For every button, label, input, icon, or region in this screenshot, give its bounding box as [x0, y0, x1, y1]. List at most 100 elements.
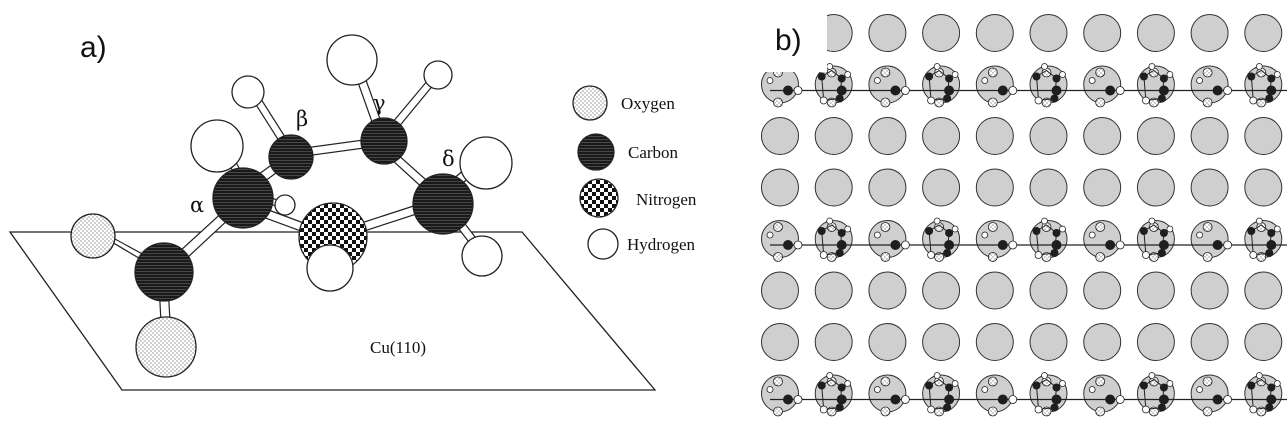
proline-molecule [817, 217, 852, 262]
oxygen-atom [987, 252, 998, 262]
pyrrolidine-ring [1035, 378, 1058, 411]
carbon-atom [1051, 394, 1062, 405]
carbon-atom [997, 240, 1008, 250]
carbon-atom [1265, 249, 1274, 257]
copper-atom [1190, 271, 1229, 310]
carbon-atom [1051, 240, 1062, 250]
proline-molecule [925, 372, 959, 417]
hydrogen-atom [1273, 225, 1281, 233]
carbon-atom [1050, 249, 1059, 257]
oxygen-atom [880, 67, 891, 78]
copper-atom [1136, 117, 1175, 155]
carbon-atom-carboxyl [134, 242, 194, 302]
copper-atom [1029, 117, 1068, 155]
nitrogen-atom [1142, 251, 1150, 259]
nitrogen-atom [1142, 96, 1150, 105]
proline-molecule [1032, 217, 1066, 262]
carbon-atom [1267, 74, 1276, 83]
oxygen-atom [773, 252, 783, 262]
pyrrolidine-ring [1143, 69, 1165, 102]
proline-molecule [1088, 67, 1125, 108]
copper-atom [1029, 168, 1068, 207]
oxygen-atom [773, 222, 783, 232]
hydrogen-atom [1059, 380, 1066, 387]
oxygen-atom [880, 376, 891, 387]
hydrogen-atom [326, 34, 378, 86]
legend-nitrogen-label: Nitrogen [636, 190, 697, 209]
carbon-atom [783, 85, 793, 96]
proline-molecule [1032, 372, 1066, 417]
hydrogen-atom [1166, 71, 1174, 78]
hydrogen-atom [933, 217, 941, 225]
hydrogen-atom [231, 75, 265, 109]
pyrrolidine-ring [1035, 69, 1058, 102]
hydrogen-atom [306, 244, 354, 292]
proline-molecule [874, 222, 910, 262]
pyrrolidine-ring [1035, 224, 1058, 256]
copper-atom [814, 271, 853, 310]
carbon-atom [1158, 394, 1169, 405]
legend-oxygen-swatch [572, 85, 608, 121]
carbon-atom [944, 85, 955, 96]
hydrogen-atom [1008, 86, 1018, 95]
carbon-atom-gamma [360, 117, 408, 165]
carbon-atom [1266, 394, 1277, 405]
carbon-atom [1159, 229, 1168, 237]
carbon-atom [817, 72, 826, 81]
copper-atom [975, 271, 1014, 310]
hydrogen-atom [1148, 63, 1156, 70]
carbon-atom [1050, 94, 1059, 103]
copper-atom [1136, 168, 1175, 207]
oxygen-atom [987, 97, 998, 108]
copper-atom [922, 323, 961, 361]
panel-b-label-box [757, 0, 827, 72]
proline-molecule [1139, 63, 1174, 108]
pyrrolidine-ring [1250, 69, 1272, 102]
panel-a: a) Cu(110) [8, 31, 697, 391]
legend-nitrogen-swatch [579, 178, 619, 218]
carbon-atom [944, 240, 955, 250]
alpha-label: α [190, 193, 204, 217]
legend-hydrogen-label: Hydrogen [627, 235, 695, 254]
carbon-atom [1139, 72, 1148, 81]
pyrrolidine-ring [928, 69, 950, 102]
oxygen-atom [773, 376, 783, 387]
oxygen-atom [773, 97, 783, 108]
oxygen-atom [1095, 406, 1106, 417]
legend-carbon-label: Carbon [628, 143, 679, 162]
legend-carbon-swatch [577, 133, 615, 171]
copper-atom [1083, 117, 1122, 155]
proline-molecule [1247, 372, 1281, 417]
hydrogen-atom [874, 77, 881, 84]
carbon-atom [1265, 403, 1274, 412]
nitrogen-atom [927, 96, 935, 105]
hydrogen-atom [901, 86, 910, 95]
carbon-atom [1212, 394, 1223, 405]
pyrrolidine-ring [821, 224, 843, 256]
hydrogen-atom [951, 225, 959, 233]
carbon-atom [1051, 85, 1062, 96]
carbon-atom [925, 72, 934, 81]
carbon-atom [890, 85, 901, 96]
proline-molecule [1088, 222, 1125, 262]
carbon-atom [835, 403, 844, 412]
pyrrolidine-ring [1250, 224, 1272, 256]
hydrogen-atom [1166, 380, 1174, 387]
panel-a-label: a) [80, 31, 107, 64]
proline-molecule [1196, 67, 1232, 108]
copper-atom [1083, 271, 1122, 310]
hydrogen-atom [1115, 240, 1125, 250]
carbon-atom [1158, 240, 1169, 250]
proline-molecule [1196, 376, 1232, 417]
proline-molecule [981, 67, 1018, 108]
hydrogen-atom [951, 71, 959, 78]
hydrogen-atom [1223, 395, 1232, 404]
copper-atom [975, 14, 1014, 52]
hydrogen-atom [461, 235, 503, 277]
pyrrolidine-ring [821, 378, 843, 411]
hydrogen-atom [1255, 217, 1263, 225]
hydrogen-atom [826, 217, 834, 225]
copper-atom [922, 117, 961, 155]
hydrogen-atom [1255, 372, 1263, 379]
